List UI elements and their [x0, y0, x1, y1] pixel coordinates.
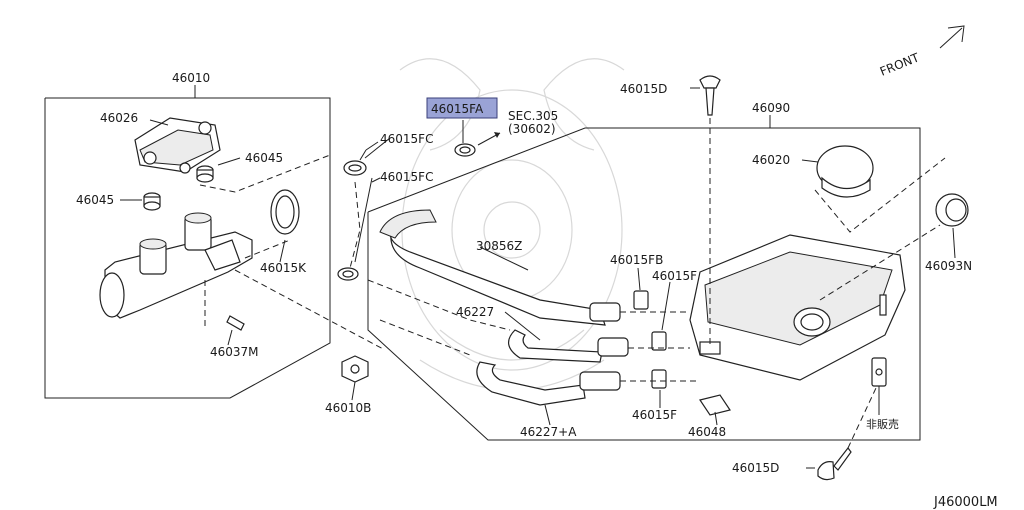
label-46026: 46026	[100, 111, 138, 125]
part-30856Z-hose[interactable]	[379, 209, 621, 326]
part-46227-hose[interactable]	[508, 329, 629, 363]
label-46010: 46010	[172, 71, 210, 85]
part-46015FB-clamp[interactable]	[633, 290, 649, 310]
highlight-box[interactable]	[426, 97, 498, 119]
label-46015F-b: 46015F	[632, 408, 677, 422]
part-46026-cap[interactable]	[134, 117, 221, 174]
label-46037M: 46037M	[210, 345, 259, 359]
part-46015F-clamp-a[interactable]	[651, 331, 667, 351]
part-46010-master-cylinder[interactable]	[99, 212, 253, 319]
part-46015K-seal[interactable]	[270, 189, 300, 235]
label-30856Z: 30856Z	[476, 239, 522, 253]
figure-code: J46000LM	[933, 495, 998, 510]
part-46015FA-clamp[interactable]	[454, 120, 501, 157]
label-46015FB: 46015FB	[610, 253, 663, 267]
label-46090: 46090	[752, 101, 790, 115]
part-46227A-hose[interactable]	[476, 361, 621, 406]
label-46227: 46227	[456, 305, 494, 319]
label-46015K: 46015K	[260, 261, 307, 275]
label-46015D-top: 46015D	[620, 82, 667, 96]
label-not-sold: 非販売	[866, 418, 899, 431]
part-46020-cap[interactable]	[816, 145, 874, 198]
label-46227A: 46227+A	[520, 425, 577, 439]
part-46010B-nut[interactable]	[341, 355, 369, 401]
part-46048-connector[interactable]	[699, 394, 731, 426]
label-46015FA[interactable]: 46015FA	[431, 102, 484, 116]
label-front: FRONT	[878, 50, 922, 79]
part-46015FC-clamp-b[interactable]	[337, 267, 359, 281]
master-cylinder-group	[44, 85, 386, 399]
label-46045-b: 46045	[76, 193, 114, 207]
label-46015D-bottom: 46015D	[732, 461, 779, 475]
part-46090-reservoir-tank[interactable]	[689, 234, 906, 381]
label-sec-ref: SEC.305	[508, 109, 558, 123]
label-46010B: 46010B	[325, 401, 371, 415]
label-46093N: 46093N	[925, 259, 972, 273]
label-46045-a: 46045	[245, 151, 283, 165]
label-sec-sub: (30602)	[508, 122, 556, 136]
part-46015FC-clamp-a[interactable]	[343, 141, 379, 176]
label-46020: 46020	[752, 153, 790, 167]
label-46015FC-b: 46015FC	[380, 170, 433, 184]
part-46093N-grommet[interactable]	[935, 193, 969, 227]
label-46048: 46048	[688, 425, 726, 439]
label-46015FC-a: 46015FC	[380, 132, 433, 146]
reservoir-group-frame	[367, 115, 921, 441]
part-46045-grommet-b[interactable]	[143, 192, 161, 211]
part-46037M-pin[interactable]	[226, 315, 245, 331]
front-arrow-icon	[939, 25, 965, 49]
label-46015F-a: 46015F	[652, 269, 697, 283]
part-not-sold-bracket[interactable]	[871, 357, 887, 415]
part-46015D-screw-top[interactable]	[699, 75, 721, 116]
part-46045-grommet-a[interactable]	[196, 165, 214, 183]
part-46015F-clamp-b[interactable]	[651, 369, 667, 389]
part-46015D-screw-bottom[interactable]	[817, 447, 852, 481]
